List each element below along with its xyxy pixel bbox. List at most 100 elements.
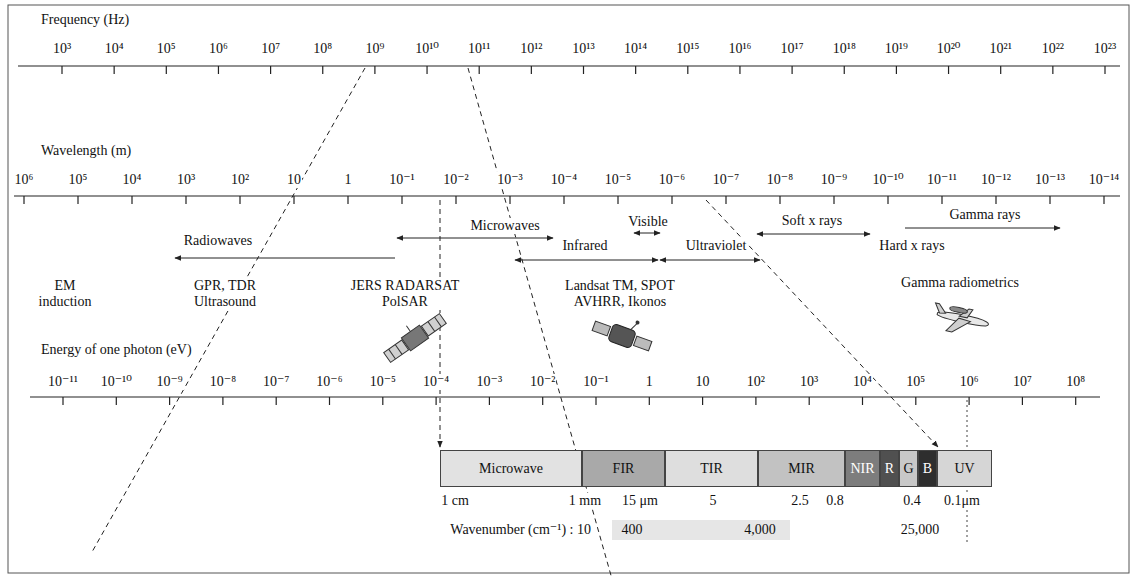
axis-tick: [896, 66, 897, 74]
axis-tick: [649, 397, 650, 405]
leader-lines: [92, 68, 938, 579]
axis-tick: [583, 66, 584, 74]
band-label: MIR: [788, 461, 814, 477]
frequency-tick-label: 10¹¹: [467, 41, 491, 57]
axis-tick: [1104, 66, 1105, 74]
region-label: Microwaves: [469, 218, 540, 234]
frequency-tick-label: 10¹⁰: [414, 41, 440, 57]
axis-tick: [542, 397, 543, 405]
region-label: Visible: [627, 214, 669, 230]
axis-tick: [169, 397, 170, 405]
wavelength-tick-label: 10⁻¹¹: [926, 172, 958, 188]
dashed-leader: [92, 68, 365, 552]
band-label: Microwave: [479, 461, 543, 477]
frequency-tick-label: 10⁶: [208, 41, 229, 57]
axis-tick: [218, 66, 219, 74]
band-scale-label: 1 cm: [440, 493, 470, 509]
energy-tick-label: 10⁻¹⁰: [100, 374, 133, 390]
energy-tick-label: 10⁻⁵: [369, 374, 397, 390]
axis-tick: [1052, 66, 1053, 74]
solar-panel: [592, 321, 610, 336]
energy-tick-label: 10⁻²: [529, 374, 557, 390]
sensor-label: Gamma radiometrics: [900, 275, 1020, 291]
region-arrow: [515, 260, 658, 261]
axis-tick: [941, 196, 942, 204]
frequency-tick-label: 10¹⁹: [884, 41, 909, 57]
spectral-band: G: [899, 450, 918, 487]
frequency-tick-label: 10²³: [1093, 41, 1117, 57]
region-arrow: [905, 228, 1060, 229]
wavelength-tick-label: 10⁻¹²: [980, 172, 1012, 188]
radome: [949, 306, 968, 315]
wavelength-tick-label: 10⁻⁹: [820, 172, 848, 188]
axis-title: Frequency (Hz): [40, 12, 130, 28]
axis-tick: [671, 196, 672, 204]
antenna: [406, 326, 410, 332]
region-arrow: [660, 260, 760, 261]
frequency-tick-label: 10²¹: [988, 41, 1012, 57]
energy-tick-label: 10⁶: [959, 374, 980, 390]
axis-tick: [77, 196, 78, 204]
panel-line: [428, 322, 435, 332]
wavelength-tick-label: 10⁻⁴: [550, 172, 578, 188]
region-label: Ultraviolet: [685, 238, 748, 254]
energy-tick-label: 10⁻⁹: [155, 374, 183, 390]
axis-tick: [374, 66, 375, 74]
axis-tick: [779, 196, 780, 204]
sensor-label: EM induction: [29, 278, 101, 310]
band-scale-label: 0.8: [825, 493, 845, 509]
sensor-label: GPR, TDR Ultrasound: [178, 278, 272, 310]
axis-tick: [131, 196, 132, 204]
wavelength-tick-label: 10: [286, 172, 302, 188]
sensor-label: Landsat TM, SPOT AVHRR, Ikonos: [549, 278, 691, 310]
axis-tick: [276, 397, 277, 405]
energy-tick-label: 10⁻⁸: [209, 374, 237, 390]
region-label: Radiowaves: [183, 233, 253, 249]
energy-tick-label: 10⁻¹: [582, 374, 610, 390]
axis-tick: [114, 66, 115, 74]
energy-tick-label: 10⁻⁶: [315, 374, 343, 390]
spectral-band: R: [880, 450, 899, 487]
wavelength-tick-label: 10⁻⁶: [658, 172, 686, 188]
axis-tick: [635, 66, 636, 74]
frequency-tick-label: 10²⁰: [936, 41, 962, 57]
axis-tick: [322, 66, 323, 74]
satellite-icon: [591, 307, 657, 355]
wavelength-tick-label: 1: [344, 172, 353, 188]
band-label: R: [885, 461, 894, 477]
axis-tick: [915, 397, 916, 405]
spectral-band: TIR: [665, 450, 758, 487]
wavelength-tick-label: 10⁵: [68, 172, 89, 188]
region-label: Infrared: [561, 238, 608, 254]
wavelength-tick-label: 10⁻³: [496, 172, 524, 188]
axis-tick: [426, 66, 427, 74]
region-label: Soft x rays: [781, 213, 844, 229]
axis-tick: [222, 397, 223, 405]
axis-tick: [617, 196, 618, 204]
frequency-tick-label: 10²²: [1041, 41, 1065, 57]
wavelength-tick-label: 10⁻¹⁴: [1088, 172, 1120, 188]
energy-tick-label: 10⁴: [852, 374, 873, 390]
frequency-tick-label: 10⁸: [312, 41, 333, 57]
energy-axis: [30, 396, 1100, 397]
airplane-icon: [930, 302, 990, 339]
axis-tick: [239, 196, 240, 204]
axis-tick: [116, 397, 117, 405]
spectral-band: NIR: [845, 450, 880, 487]
spectral-band: FIR: [582, 450, 665, 487]
solar-panel: [421, 314, 446, 336]
frequency-tick-label: 10⁵: [156, 41, 177, 57]
axis-tick: [23, 196, 24, 204]
wavenumber-band: [612, 520, 790, 540]
frequency-tick-label: 10⁹: [364, 41, 385, 57]
spectral-band: UV: [937, 450, 992, 487]
band-label: NIR: [850, 461, 874, 477]
region-label: Hard x rays: [878, 238, 945, 254]
axis-tick: [948, 66, 949, 74]
axis-tick: [401, 196, 402, 204]
energy-tick-label: 10⁻¹¹: [47, 374, 79, 390]
axis-tick: [455, 196, 456, 204]
tail: [934, 303, 948, 314]
axis-tick: [270, 66, 271, 74]
